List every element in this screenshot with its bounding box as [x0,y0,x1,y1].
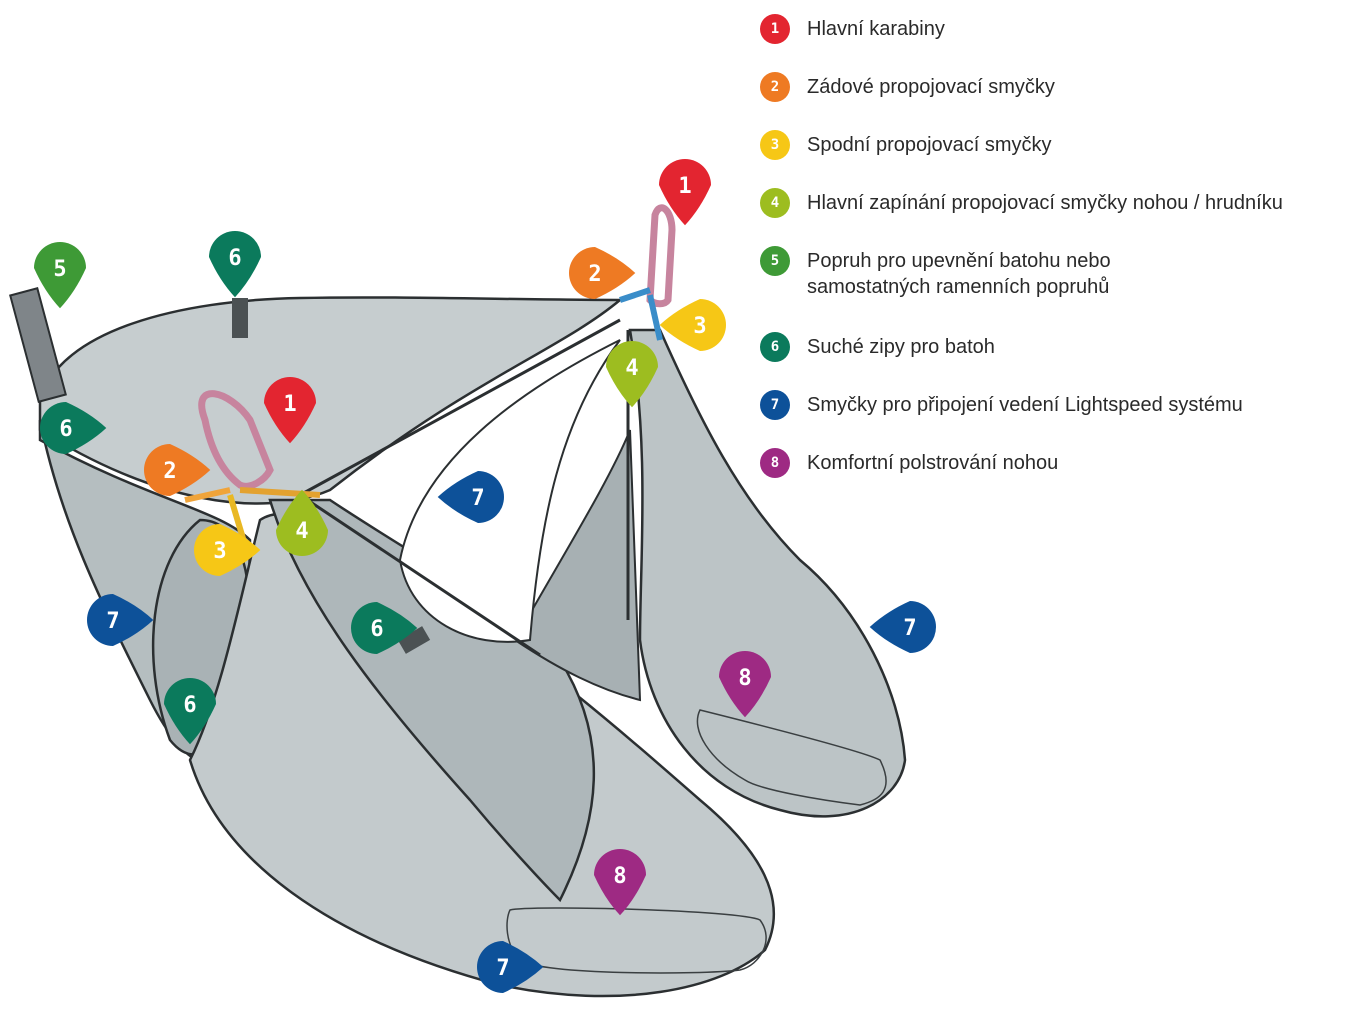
marker-number: 7 [496,956,509,981]
marker-pin-shape [209,231,261,298]
legend-item: 5 Popruh pro upevnění batohu nebo samosta… [760,246,1111,300]
marker-number: 3 [213,539,226,564]
marker-pin-6: 6 [351,602,418,654]
legend-label: Popruh pro upevnění batohu nebo samostat… [807,250,1111,298]
legend-badge: 8 [760,448,790,478]
marker-pin-5: 5 [34,242,86,309]
legend-item: 1 Hlavní karabiny [760,14,945,44]
carabiner [646,204,676,308]
marker-pin-shape [194,524,261,576]
marker-pin-7: 7 [437,471,504,523]
legend-badge: 1 [760,14,790,44]
harness-illustration [9,204,907,998]
legend-item: 2 Zádové propojovací smyčky [760,72,1055,102]
marker-pin-4: 4 [276,489,328,556]
marker-number: 7 [471,486,484,511]
marker-pin-2: 2 [144,444,211,496]
carabiner [198,390,274,490]
marker-pin-3: 3 [194,524,261,576]
marker-pin-6: 6 [209,231,261,298]
marker-number: 3 [693,314,706,339]
marker-pin-shape [869,601,936,653]
marker-number: 8 [738,666,751,691]
back-loop [184,487,231,503]
marker-pin-3: 3 [659,299,726,351]
velcro-tab [397,626,431,654]
legend-label: Hlavní karabiny [807,18,945,40]
marker-pin-shape [276,489,328,556]
legend-label: Smyčky pro připojení vedení Lightspeed s… [807,394,1243,416]
bottom-loop [647,294,663,341]
legend-label: Komfortní polstrování nohou [807,452,1059,474]
marker-pin-8: 8 [594,849,646,916]
marker-pin-shape [264,377,316,444]
marker-number: 1 [678,174,691,199]
legend-item: 4 Hlavní zapínání propojovací smyčky noho… [760,188,1283,218]
marker-pin-shape [437,471,504,523]
marker-number: 6 [370,617,383,642]
legend-badge: 5 [760,246,790,276]
marker-number: 6 [228,246,241,271]
marker-number: 2 [163,459,176,484]
legend-label: Suché zipy pro batoh [807,336,995,358]
marker-pin-shape [477,941,544,993]
leg-opening [398,339,621,643]
legend-label: Spodní propojovací smyčky [807,134,1052,156]
marker-pin-shape [34,242,86,309]
legend-badge: 7 [760,390,790,420]
backpack-strap [9,287,67,403]
marker-pin-shape [594,849,646,916]
legend-label: Zádové propojovací smyčky [807,76,1055,98]
marker-number: 6 [183,693,196,718]
marker-pin-shape [659,159,711,226]
marker-pin-2: 2 [569,247,636,299]
legend-badge: 6 [760,332,790,362]
marker-pin-shape [351,602,418,654]
marker-pin-shape [719,651,771,718]
marker-number: 4 [295,519,308,544]
legend-item: 8 Komfortní polstrování nohou [760,448,1058,478]
marker-pin-shape [87,594,154,646]
marker-pin-shape [144,444,211,496]
legend-badge: 2 [760,72,790,102]
legend-item: 7 Smyčky pro připojení vedení Lightspeed … [760,390,1243,420]
marker-pin-7: 7 [87,594,154,646]
marker-pin-4: 4 [606,341,658,408]
marker-pin-1: 1 [659,159,711,226]
marker-pin-7: 7 [869,601,936,653]
back-loop [619,287,651,303]
marker-pin-shape [39,401,107,454]
marker-pin-1: 1 [264,377,316,444]
marker-pin-shape [569,247,636,299]
leg-padding [696,709,887,806]
marker-number: 7 [106,609,119,634]
marker-pin-6: 6 [164,678,216,745]
marker-pin-shape [606,341,658,408]
marker-number: 2 [588,262,601,287]
marker-number: 4 [625,356,638,381]
legend-badge: 3 [760,130,790,160]
connector-strap-diagonal [299,493,541,657]
marker-layer: 1 1 2 2 3 3 4 4 5 6 6 6 6 7 7 7 7 8 8 [34,159,936,993]
connector-strap-left [299,318,621,497]
marker-pin-shape [164,678,216,745]
marker-number: 8 [613,864,626,889]
right-leg-panel [628,328,907,818]
closure-loop [239,487,321,498]
marker-pin-6: 6 [39,401,107,454]
marker-number: 1 [283,392,296,417]
legend-item: 3 Spodní propojovací smyčky [760,130,1052,160]
marker-number: 7 [903,616,916,641]
legend-badge: 4 [760,188,790,218]
legend-item: 6 Suché zipy pro batoh [760,332,995,362]
marker-number: 6 [59,417,72,442]
marker-pin-8: 8 [719,651,771,718]
velcro-tab [232,298,248,338]
marker-pin-shape [659,299,726,351]
marker-number: 5 [53,257,66,282]
legend-label: Hlavní zapínání propojovací smyčky nohou… [807,192,1283,214]
marker-pin-7: 7 [477,941,544,993]
